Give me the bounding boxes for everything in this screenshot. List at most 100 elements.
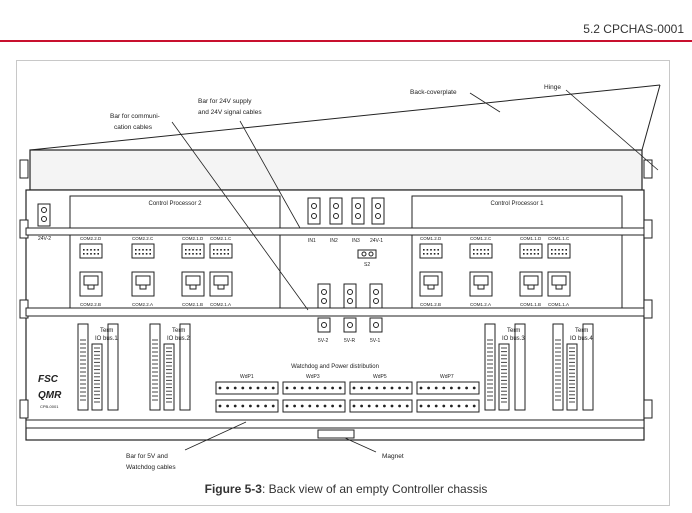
wdp-label: WdP3: [306, 374, 320, 380]
power-output-label: 5V-2: [318, 338, 329, 344]
io-bus-1-label-line2: IO bus.1: [95, 336, 118, 342]
com-header-connector: [181, 243, 205, 259]
mid-connector-label: S2: [364, 262, 370, 268]
com-port-label: COM1.2.A: [470, 302, 491, 307]
com-ports: [79, 243, 571, 297]
wdp-connector: [416, 381, 480, 395]
hinge-label: Hinge: [544, 84, 561, 91]
bar-24v-label-1: Bar for 24V supply: [198, 98, 252, 105]
wdp-connector: [282, 381, 346, 395]
back-coverplate-label: Back-coverplate: [410, 89, 457, 96]
wdp-label: WdP7: [440, 374, 454, 380]
bar-5v-label-2: Watchdog cables: [126, 464, 176, 471]
power-input-label: IN3: [352, 238, 360, 244]
io-terminal-strip: [582, 323, 594, 411]
rj-port: [209, 271, 233, 297]
io-bus-2-label-line2: IO bus.2: [167, 336, 190, 342]
section-reference: 5.2 CPCHAS-0001: [583, 22, 684, 36]
magnet: [317, 429, 355, 439]
com-port-label: COM1.1.C: [548, 236, 570, 241]
com-port-label: COM2.1.C: [210, 236, 232, 241]
rj-port: [131, 271, 155, 297]
bar-24v-label-2: and 24V signal cables: [198, 109, 262, 116]
rj-port: [519, 271, 543, 297]
watchdog-power-blocks: [215, 381, 480, 413]
com-header-connector: [131, 243, 155, 259]
figure-caption: Figure 5-3: Back view of an empty Contro…: [0, 482, 692, 496]
com-port-label: COM1.2.C: [470, 236, 492, 241]
io-bus-3-label-line1: Term: [507, 328, 520, 334]
rj-port: [79, 271, 103, 297]
control-processor-1-label: Control Processor 1: [490, 201, 544, 207]
io-bus-2-label-line1: Term: [172, 328, 185, 334]
io-terminal-strip: [107, 323, 119, 411]
com-header-connector: [419, 243, 443, 259]
com-port-label: COM1.1.B: [520, 302, 541, 307]
io-bus-1-label-line1: Term: [100, 328, 113, 334]
back-coverplate: [29, 149, 643, 191]
com-port-label: COM2.1.B: [182, 302, 203, 307]
bar-24v: [25, 227, 645, 236]
com-header-connector: [209, 243, 233, 259]
com-port-label: COM2.2.A: [132, 302, 153, 307]
figure-caption-label: Figure 5-3: [204, 482, 262, 496]
com-header-connector: [519, 243, 543, 259]
io-terminal-strip: [77, 323, 89, 411]
wdp-connector: [215, 399, 279, 413]
io-bus-4-label-line1: Term: [575, 328, 588, 334]
com-header-connector: [547, 243, 571, 259]
bar-5v-label-1: Bar for 5V and: [126, 453, 168, 460]
wdp-connector: [282, 399, 346, 413]
com-port-label: COM2.2.C: [132, 236, 154, 241]
io-terminal-strip: [179, 323, 191, 411]
com-port-label: COM1.1.A: [548, 302, 569, 307]
figure-frame: [16, 60, 670, 506]
wdp-label: WdP5: [373, 374, 387, 380]
com-port-label: COM1.2.B: [420, 302, 441, 307]
wdp-connector: [349, 399, 413, 413]
control-processor-2-label: Control Processor 2: [148, 201, 202, 207]
power-output-connectors: [317, 283, 383, 333]
part-number: CPB-0001: [40, 404, 59, 409]
io-bus-3-label-line2: IO bus.3: [502, 336, 525, 342]
power-input-label: IN1: [308, 238, 316, 244]
power-input-label: IN2: [330, 238, 338, 244]
com-header-connector: [79, 243, 103, 259]
io-bus-4-label-line2: IO bus.4: [570, 336, 593, 342]
com-port-label: COM2.1.D: [182, 236, 204, 241]
com-port-label: COM2.1.A: [210, 302, 231, 307]
rj-port: [419, 271, 443, 297]
com-port-label: COM1.1.D: [520, 236, 542, 241]
com-header-connector: [469, 243, 493, 259]
com-port-label: COM2.2.B: [80, 302, 101, 307]
io-terminal-strip: [149, 323, 161, 411]
qmr-logo: QMR: [38, 390, 62, 401]
figure-caption-text: : Back view of an empty Controller chass…: [261, 482, 488, 496]
io-terminal-strip: [514, 323, 526, 411]
power-output-label: 5V-1: [370, 338, 381, 344]
rj-port: [469, 271, 493, 297]
bar-comm-label-2: cation cables: [114, 124, 153, 131]
io-bus-terminals: [77, 323, 594, 411]
bar-communication: [25, 307, 645, 317]
wdp-connector: [416, 399, 480, 413]
rj-port: [181, 271, 205, 297]
wdp-connector: [349, 381, 413, 395]
wdp-connector: [215, 381, 279, 395]
watchdog-title: Watchdog and Power distribution: [291, 364, 379, 370]
power-input-label: 24V-1: [370, 238, 383, 244]
left-connector-label: 24V-2: [38, 236, 51, 242]
io-terminal-strip: [552, 323, 564, 411]
magnet-label: Magnet: [382, 453, 404, 460]
io-terminal-strip: [484, 323, 496, 411]
bar-comm-label-1: Bar for communi-: [110, 113, 160, 120]
header-rule: [0, 40, 692, 42]
com-port-label: COM2.2.D: [80, 236, 102, 241]
bar-5v-watchdog: [25, 419, 645, 429]
wdp-label: WdP1: [240, 374, 254, 380]
power-input-connectors: [307, 197, 385, 225]
power-output-label: 5V-R: [344, 338, 356, 344]
rj-port: [547, 271, 571, 297]
com-port-label: COM1.2.D: [420, 236, 442, 241]
